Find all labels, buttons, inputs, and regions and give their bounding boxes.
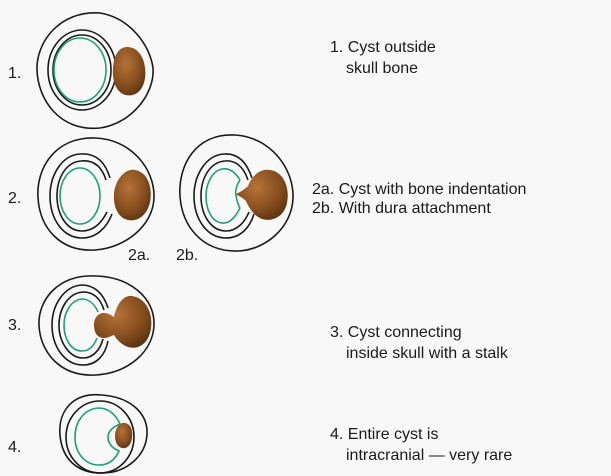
panel-1-illustration (37, 13, 153, 129)
cyst (113, 47, 145, 95)
panel-4-number: 4. (8, 438, 21, 458)
panel-3-caption-line-1: 3. Cyst connecting (330, 323, 462, 343)
dura-circle (75, 408, 120, 465)
panel-2b-sublabel: 2b. (176, 246, 198, 266)
panel-1-caption-line-2: skull bone (346, 59, 418, 79)
panel-1-number: 1. (8, 64, 21, 84)
panel-2b-illustration (180, 135, 293, 251)
panel-4-caption-line-1: 4. Entire cyst is (330, 425, 438, 445)
panel-2a-sublabel: 2a. (128, 246, 150, 266)
panel-3-illustration (39, 276, 154, 375)
dura-circle (54, 38, 106, 102)
dura-attachment (206, 169, 240, 223)
panel-2-caption-line-2: 2b. With dura attachment (312, 199, 491, 219)
panel-1-caption-line-1: 1. Cyst outside (330, 38, 436, 58)
panel-2a-illustration (38, 138, 154, 250)
dura-circle (64, 299, 98, 351)
panel-3-caption-line-2: inside skull with a stalk (346, 344, 508, 364)
panel-4-illustration (60, 395, 147, 473)
cyst (236, 170, 288, 220)
cyst (115, 423, 132, 448)
cyst (114, 170, 151, 221)
skull-inner (53, 35, 111, 105)
dura-circle (60, 168, 100, 224)
panel-4-caption-line-2: intracranial — very rare (346, 446, 512, 466)
panel-2-number: 2. (8, 189, 21, 209)
panel-3-number: 3. (8, 316, 21, 336)
panel-2-caption-line-1: 2a. Cyst with bone indentation (312, 180, 526, 200)
